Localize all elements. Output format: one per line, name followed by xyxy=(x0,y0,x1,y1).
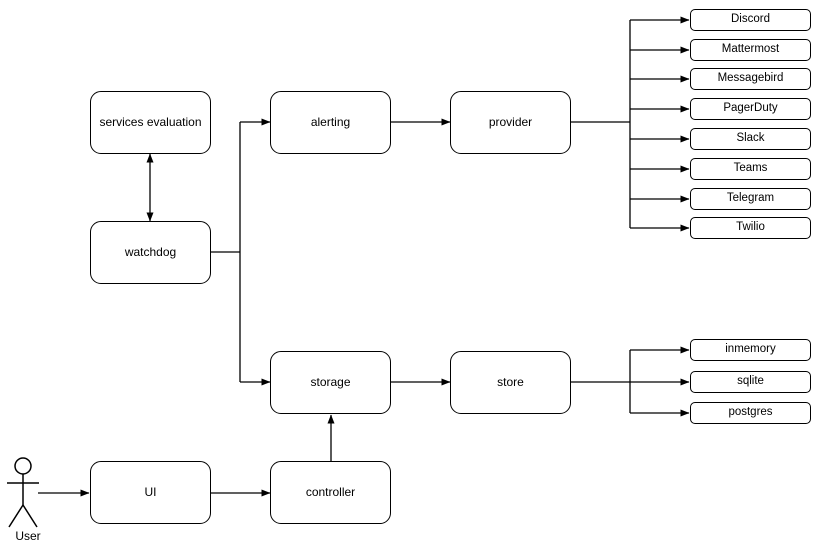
node-provider-mattermost[interactable]: Mattermost xyxy=(690,39,811,61)
node-alerting[interactable]: alerting xyxy=(270,91,391,154)
node-store-sqlite[interactable]: sqlite xyxy=(690,371,811,393)
node-ui[interactable]: UI xyxy=(90,461,211,524)
node-controller[interactable]: controller xyxy=(270,461,391,524)
node-provider-pagerduty[interactable]: PagerDuty xyxy=(690,98,811,120)
actor-label: User xyxy=(15,529,41,543)
node-provider[interactable]: provider xyxy=(450,91,571,154)
node-store[interactable]: store xyxy=(450,351,571,414)
actor-stick-figure-icon xyxy=(7,457,39,528)
node-provider-slack[interactable]: Slack xyxy=(690,128,811,150)
node-provider-twilio[interactable]: Twilio xyxy=(690,217,811,239)
node-provider-messagebird[interactable]: Messagebird xyxy=(690,68,811,90)
node-services-evaluation[interactable]: services evaluation xyxy=(90,91,211,154)
node-store-inmemory[interactable]: inmemory xyxy=(690,339,811,361)
node-provider-telegram[interactable]: Telegram xyxy=(690,188,811,210)
node-watchdog[interactable]: watchdog xyxy=(90,221,211,284)
node-provider-discord[interactable]: Discord xyxy=(690,9,811,31)
node-store-postgres[interactable]: postgres xyxy=(690,402,811,424)
node-provider-teams[interactable]: Teams xyxy=(690,158,811,180)
node-storage[interactable]: storage xyxy=(270,351,391,414)
